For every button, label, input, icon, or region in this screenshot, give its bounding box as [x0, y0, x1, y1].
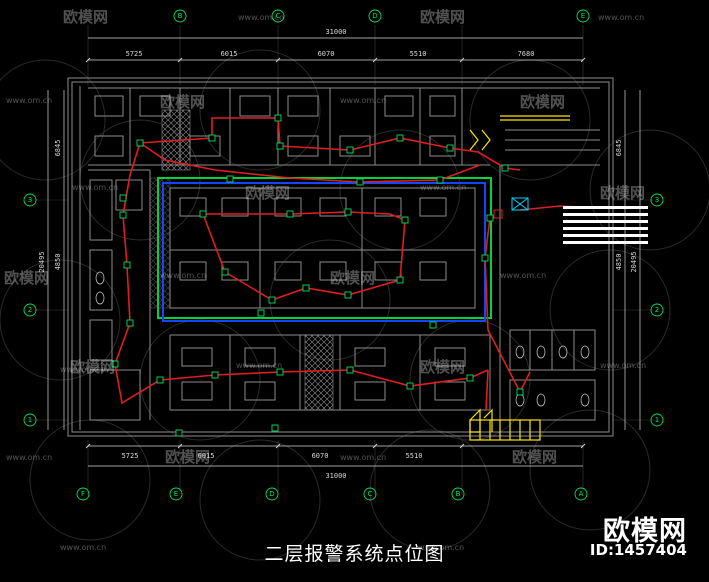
walls	[67, 77, 614, 437]
watermark-url: www.om.cn	[6, 96, 52, 105]
watermark-url: www.om.cn	[238, 13, 284, 22]
watermark-url: www.om.cn	[60, 365, 106, 374]
watermark-text: 欧模网	[512, 448, 557, 466]
brand-logo-text: 欧模网	[603, 516, 687, 547]
watermark-text: 欧模网	[330, 269, 375, 287]
dim-top-seg-3: 6070	[318, 50, 335, 58]
grid-lines	[25, 25, 660, 495]
axis-bottom-a: A	[579, 490, 584, 498]
watermark-text: 欧模网	[160, 93, 205, 111]
watermark-url: www.om.cn	[72, 183, 118, 192]
dim-top-seg-4: 5510	[410, 50, 427, 58]
dimension-ticks	[85, 57, 586, 449]
dim-bottom-seg-4: 5510	[406, 452, 423, 460]
axis-top-c: C	[276, 12, 281, 20]
dim-bottom-seg-3: 6070	[312, 452, 329, 460]
axis-bottom-e: E	[174, 490, 178, 498]
dim-right-part-2: 4850	[615, 254, 623, 271]
zone-green-outline	[157, 177, 492, 319]
axis-top-e: E	[581, 12, 585, 20]
dim-left-part-1: 6845	[54, 140, 62, 157]
dim-overall-bottom: 31000	[325, 472, 346, 480]
watermark-url: www.om.cn	[420, 183, 466, 192]
axis-right-1: 1	[655, 416, 659, 424]
watermark-url: www.om.cn	[160, 271, 206, 280]
axis-bottom-c: C	[368, 490, 373, 498]
watermark-text: 欧模网	[4, 269, 49, 287]
brand-id: ID:1457404	[589, 541, 687, 559]
axis-right-2: 2	[655, 306, 659, 314]
dim-bottom-seg-2: 6015	[198, 452, 215, 460]
dim-top-seg-1: 5725	[126, 50, 143, 58]
watermark-url: www.om.cn	[598, 13, 644, 22]
dim-right-total: 20495	[630, 251, 638, 272]
watermark-text: 欧模网	[420, 358, 465, 376]
axis-top-b: B	[178, 12, 183, 20]
dim-right-part-1: 6845	[615, 140, 623, 157]
watermark-circles	[0, 49, 709, 561]
fixtures	[95, 271, 590, 407]
zone-blue-outline	[162, 182, 486, 322]
watermark-url: www.om.cn	[6, 453, 52, 462]
dim-top-seg-5: 7680	[518, 50, 535, 58]
axis-left-3: 3	[28, 196, 32, 204]
watermark-url: www.om.cn	[340, 96, 386, 105]
watermark-text: 欧模网	[63, 8, 108, 26]
watermark-url: www.om.cn	[500, 271, 546, 280]
watermark-url: www.om.cn	[236, 361, 282, 370]
control-panel-symbol	[493, 197, 529, 219]
watermark-url: www.om.cn	[600, 361, 646, 370]
watermark-text: 欧模网	[165, 448, 210, 466]
axis-bottom-f: F	[81, 490, 85, 498]
dim-left-part-2: 4850	[54, 254, 62, 271]
watermark-text: 欧模网	[70, 358, 115, 376]
axis-bottom-b: B	[456, 490, 461, 498]
dim-top-seg-2: 6015	[221, 50, 238, 58]
dim-bottom-seg-1: 5725	[122, 452, 139, 460]
watermark-url: www.om.cn	[60, 543, 106, 552]
drawing-title: 二层报警系统点位图	[264, 543, 445, 565]
watermarks: 欧模网 欧模网 www.om.cn www.om.cn www.om.cn 欧模…	[4, 8, 646, 552]
axis-right-3: 3	[655, 196, 659, 204]
watermark-text: 欧模网	[420, 8, 465, 26]
axis-left-1: 1	[28, 416, 32, 424]
watermark-url: www.om.cn	[418, 543, 464, 552]
axis-bubbles	[23, 9, 664, 501]
axis-bottom-d: D	[269, 490, 274, 498]
axis-top-d: D	[372, 12, 377, 20]
watermark-text: 欧模网	[245, 184, 290, 202]
watermark-text: 欧模网	[600, 184, 645, 202]
legend-block	[563, 206, 648, 244]
stairs	[469, 115, 570, 441]
axis-left-2: 2	[28, 306, 32, 314]
watermark-url: www.om.cn	[340, 453, 386, 462]
dim-overall-top: 31000	[325, 28, 346, 36]
dim-left-total: 20495	[38, 251, 46, 272]
alarm-devices	[111, 114, 524, 437]
watermark-text: 欧模网	[520, 93, 565, 111]
dimension-lines	[47, 37, 641, 467]
